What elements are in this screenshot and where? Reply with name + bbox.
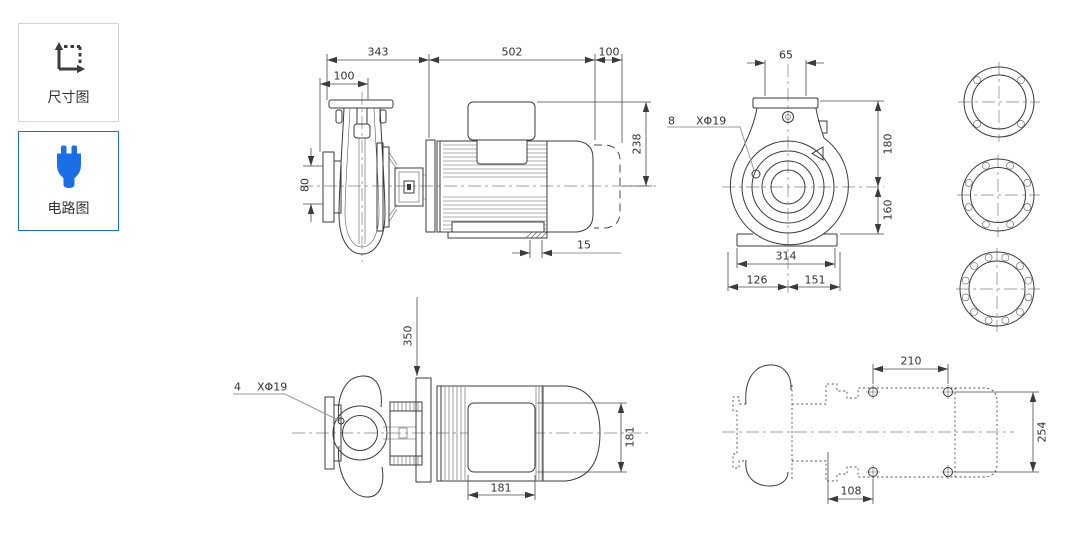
flange-detail-12-hole [956, 248, 1040, 332]
top-hole-count: 4 [234, 381, 241, 394]
dim-top-axis-height: 350 [402, 326, 415, 347]
flange-detail-8-hole [957, 155, 1040, 237]
side-view: 343 502 100 100 80 238 15 [299, 46, 656, 262]
dim-front-height: 180 [882, 134, 895, 155]
top-hole-spec: XΦ19 [257, 381, 287, 394]
dim-plan-hole-offset: 108 [841, 485, 862, 498]
dim-plan-base-width: 254 [1036, 422, 1049, 443]
dim-front-base-right: 151 [805, 274, 826, 287]
front-hole-count: 8 [668, 115, 675, 128]
plug-icon [56, 145, 81, 188]
dim-front-base-width: 314 [776, 250, 797, 263]
top-view: 350 4 XΦ19 181 181 [233, 297, 650, 500]
dim-side-foot-offset: 15 [577, 239, 591, 252]
dim-side-height: 238 [631, 134, 644, 155]
dim-front-base-left: 126 [747, 274, 768, 287]
front-hole-spec: XΦ19 [696, 115, 726, 128]
bolt-hole [751, 169, 761, 179]
dim-side-pump-length: 343 [368, 46, 389, 59]
sidebar-item-dimension-diagram[interactable]: 尺寸图 [18, 23, 119, 122]
dim-front-discharge-bore: 65 [779, 49, 793, 62]
sidebar-item-label: 电路图 [47, 199, 90, 216]
bolt-hole [337, 417, 345, 425]
mounting-holes [866, 385, 955, 479]
dim-side-suction-bore: 80 [299, 178, 312, 192]
flange-detail-4-hole [958, 62, 1040, 142]
dim-front-axis-to-base: 160 [882, 200, 895, 221]
dimension-icon [54, 42, 85, 74]
sidebar-item-label: 尺寸图 [47, 89, 90, 105]
dim-side-flange-offset: 100 [334, 70, 355, 83]
dim-plan-hole-span: 210 [901, 355, 922, 368]
mounting-plan-view: 210 254 108 [722, 355, 1049, 504]
front-view: 8 XΦ19 65 180 160 314 126 151 [667, 49, 895, 296]
dim-side-motor-length: 502 [502, 46, 523, 59]
dim-top-frame-width: 181 [624, 427, 637, 448]
dim-side-rear-length: 100 [599, 46, 620, 59]
flow-direction-marker [811, 146, 824, 161]
sidebar-item-circuit-diagram[interactable]: 电路图 [18, 131, 119, 231]
dim-top-foot-length: 181 [491, 482, 512, 495]
